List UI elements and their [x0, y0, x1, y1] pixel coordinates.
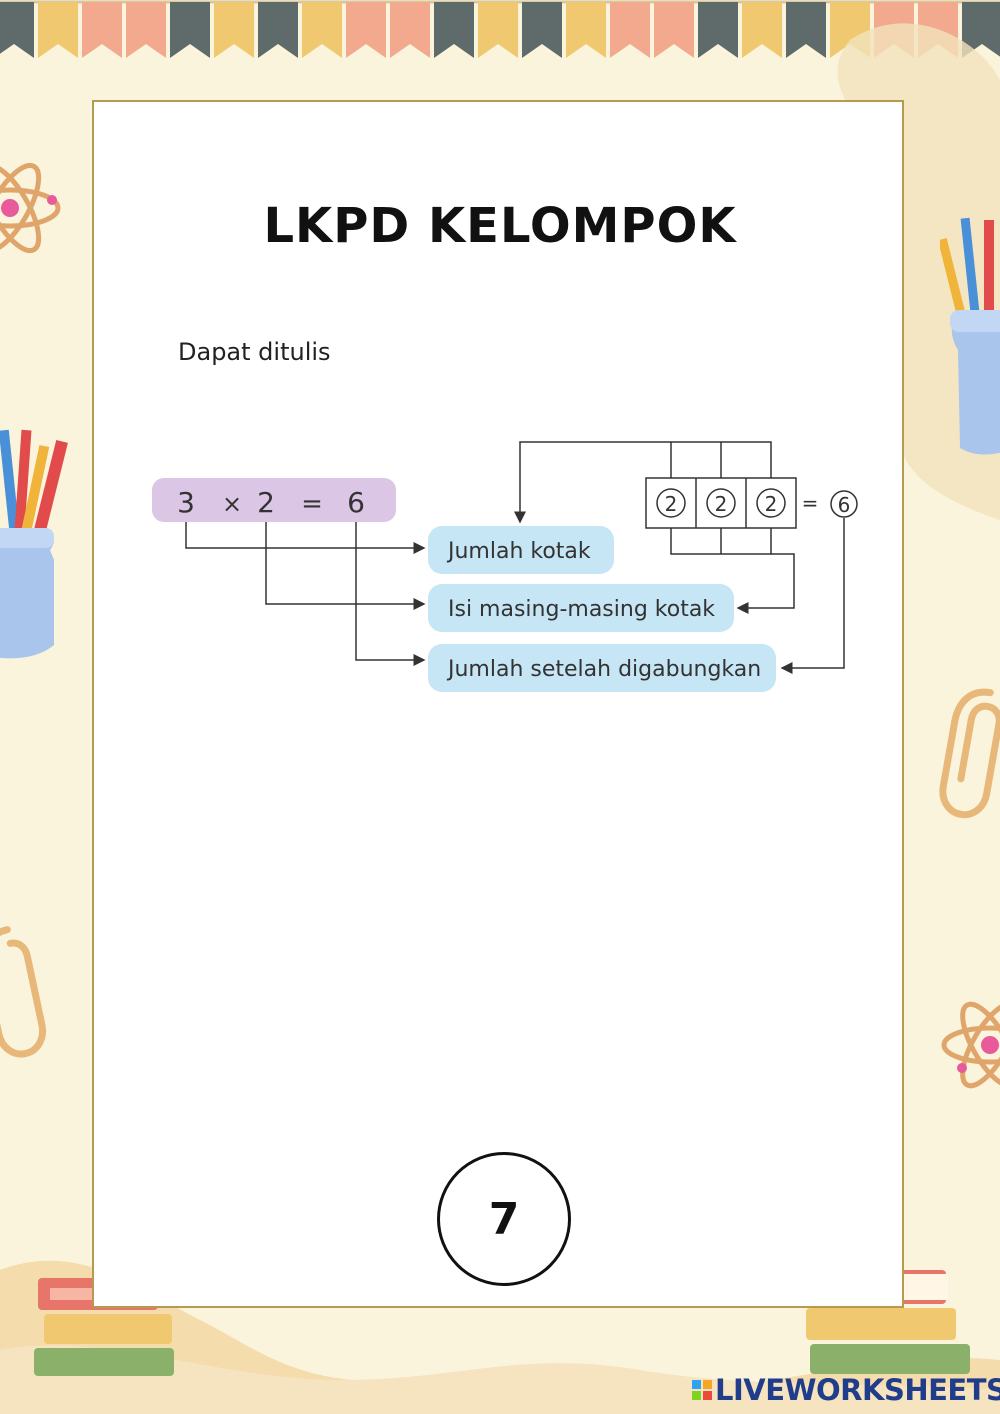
bunting-flag: [346, 2, 386, 58]
label-total: Jumlah setelah digabungkan: [446, 657, 761, 682]
box-value: 2: [715, 492, 728, 516]
box-value: 2: [765, 492, 778, 516]
bunting-flag: [610, 2, 650, 58]
box-1: 2: [657, 489, 685, 517]
bunting-flag: [522, 2, 562, 58]
liveworksheets-logo[interactable]: LIVEWORKSHEETS: [692, 1374, 1000, 1406]
page-title: LKPD KELOMPOK: [0, 198, 1000, 254]
worksheet-card: [92, 100, 904, 1308]
liveworksheets-logo-icon: [692, 1380, 712, 1400]
paperclip-icon: [0, 920, 55, 1060]
brand-name: LIVEWORKSHEETS: [715, 1373, 1000, 1407]
bunting-flag: [434, 2, 474, 58]
page-number: 7: [489, 1194, 520, 1245]
instruction-text: Dapat ditulis: [178, 338, 331, 366]
page-number-badge: 7: [437, 1152, 571, 1286]
label-boxes-count: Jumlah kotak: [446, 539, 591, 564]
bunting-flag: [258, 2, 298, 58]
bunting-flag: [38, 2, 78, 58]
paperclip-icon: [930, 680, 1000, 820]
pencil-cup-icon: [0, 420, 70, 665]
bunting-flag: [698, 2, 738, 58]
atom-icon: [940, 990, 1000, 1100]
equation-a: 3: [177, 486, 195, 519]
box-2: 2: [707, 489, 735, 517]
bunting-flag: [0, 2, 34, 58]
equation-equals: =: [301, 489, 323, 519]
bunting-flag: [654, 2, 694, 58]
boxes-total: 6: [838, 493, 851, 517]
bunting-flag: [566, 2, 606, 58]
equation-b: 2: [257, 486, 275, 519]
equation-result: 6: [347, 486, 365, 519]
bunting-flag: [170, 2, 210, 58]
bunting-flag: [214, 2, 254, 58]
boxes-equals: =: [802, 491, 819, 515]
box-value: 2: [665, 492, 678, 516]
bunting-flag: [390, 2, 430, 58]
equation-operator: ×: [222, 490, 242, 518]
bunting-flag: [302, 2, 342, 58]
bunting-flag: [126, 2, 166, 58]
box-3: 2: [757, 489, 785, 517]
bunting-flag: [82, 2, 122, 58]
bunting-flag: [478, 2, 518, 58]
label-box-contents: Isi masing-masing kotak: [448, 597, 715, 622]
multiplication-diagram: 3 × 2 = 6 Jumlah kotak Isi masing-masing…: [148, 432, 868, 702]
